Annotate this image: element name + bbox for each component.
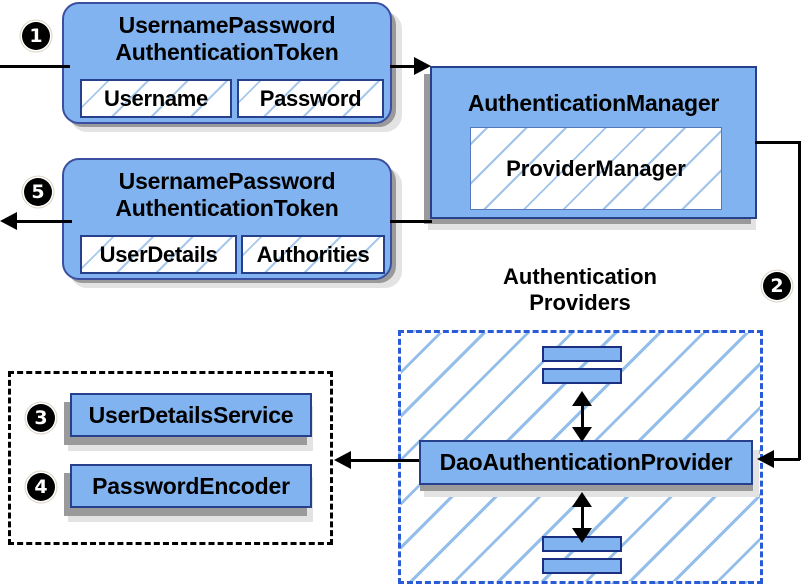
- outgoing-response-line: [14, 220, 72, 223]
- slot-label-authorities: Authorities: [256, 241, 370, 267]
- dao-provider-card: DaoAuthenticationProvider: [419, 440, 753, 485]
- step-marker-2-label: 2: [770, 274, 784, 297]
- provider-manager-box: ProviderManager: [470, 127, 722, 210]
- response-token-slot-authorities: Authorities: [241, 235, 385, 274]
- response-token-title-line1: UsernamePassword: [118, 168, 336, 194]
- step-marker-3: 3: [27, 404, 55, 432]
- outgoing-response-arrowhead: [0, 212, 17, 230]
- collaborators-container: [8, 371, 333, 545]
- request-token-title-line2: AuthenticationToken: [115, 39, 339, 65]
- slot-label-password: Password: [259, 85, 362, 111]
- request-token-slot-password: Password: [237, 79, 384, 118]
- step-marker-4-label: 4: [34, 475, 48, 498]
- password-encoder-card: PasswordEncoder: [70, 464, 312, 508]
- provider-link-top-line: [581, 397, 584, 431]
- providers-label-line2: Providers: [529, 290, 631, 315]
- step-marker-5-label: 5: [31, 180, 45, 203]
- incoming-request-line: [0, 65, 70, 68]
- dao-provider-label: DaoAuthenticationProvider: [439, 449, 733, 475]
- manager-to-provider-line-vertical: [798, 141, 801, 460]
- step-marker-2: 2: [763, 272, 791, 300]
- response-token-title-line2: AuthenticationToken: [115, 195, 339, 221]
- response-token-card: UsernamePassword AuthenticationToken Use…: [62, 158, 392, 280]
- providers-group-label: Authentication Providers: [465, 264, 695, 316]
- providers-label-line1: Authentication: [503, 264, 657, 289]
- dao-to-collaborators-line: [351, 459, 419, 462]
- request-to-manager-arrowhead: [414, 57, 431, 75]
- user-details-service-card: UserDetailsService: [70, 393, 312, 437]
- other-provider-bar-bottom-2: [542, 558, 622, 574]
- user-details-service-label: UserDetailsService: [88, 401, 294, 428]
- manager-to-response-line: [390, 220, 432, 223]
- slot-label-username: Username: [104, 85, 208, 111]
- slot-label-userdetails: UserDetails: [99, 241, 218, 267]
- dao-to-collaborators-arrowhead: [334, 451, 351, 469]
- step-marker-4: 4: [27, 473, 55, 501]
- request-token-title: UsernamePassword AuthenticationToken: [64, 12, 390, 66]
- provider-link-bottom-arrow-up: [572, 492, 592, 507]
- request-to-manager-line: [390, 65, 423, 68]
- manager-to-provider-line-top: [755, 141, 801, 144]
- provider-link-top-arrow-down: [572, 427, 592, 442]
- provider-manager-label: ProviderManager: [506, 155, 686, 181]
- other-provider-bar-top-1: [542, 346, 622, 362]
- manager-to-provider-arrowhead: [757, 450, 774, 468]
- step-marker-5: 5: [24, 178, 52, 206]
- step-marker-1: 1: [22, 22, 50, 50]
- step-marker-1-label: 1: [29, 24, 43, 47]
- password-encoder-label: PasswordEncoder: [92, 472, 290, 499]
- request-token-title-line1: UsernamePassword: [118, 12, 336, 38]
- response-token-title: UsernamePassword AuthenticationToken: [64, 168, 390, 222]
- response-token-slot-userdetails: UserDetails: [80, 235, 237, 274]
- manager-to-provider-line-bottom: [770, 458, 800, 461]
- provider-link-bottom-arrow-down: [572, 528, 592, 543]
- provider-link-top-arrow-up: [572, 391, 592, 406]
- request-token-card: UsernamePassword AuthenticationToken Use…: [62, 2, 392, 124]
- step-marker-3-label: 3: [34, 406, 48, 429]
- auth-manager-title: AuthenticationManager: [467, 90, 720, 116]
- other-provider-bar-top-2: [542, 368, 622, 384]
- auth-manager-card: AuthenticationManager ProviderManager: [430, 66, 757, 219]
- provider-link-bottom-line: [581, 498, 584, 532]
- request-token-slot-username: Username: [80, 79, 232, 118]
